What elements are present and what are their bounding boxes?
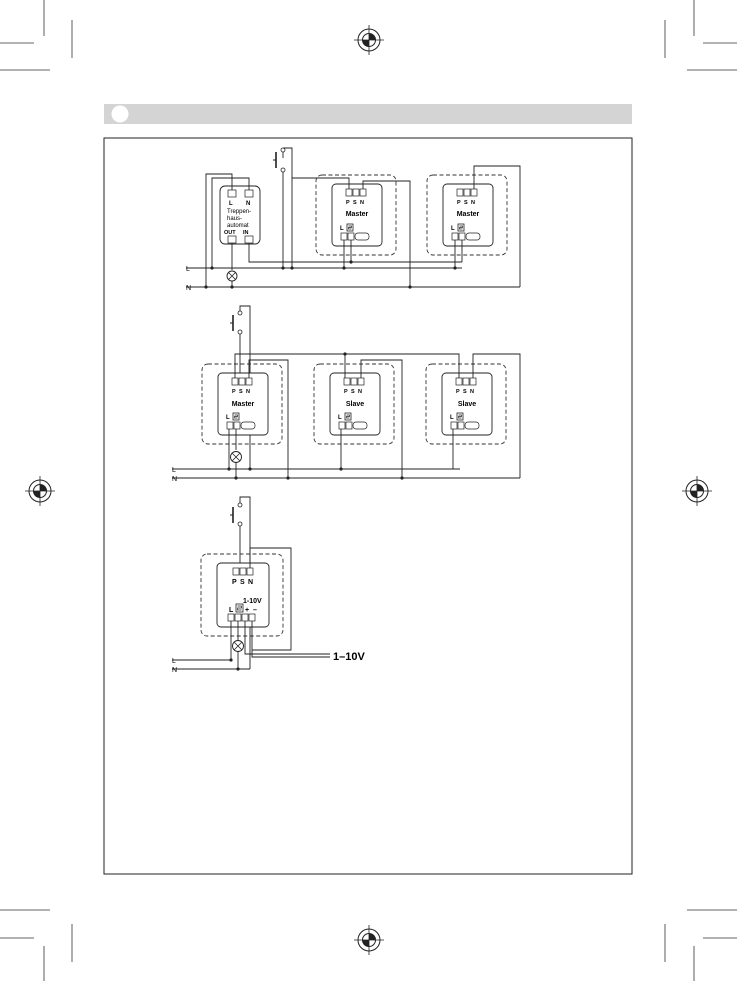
device-terminal-p: P [456, 389, 460, 395]
device-terminal-s: S [240, 579, 245, 586]
dimmer-device: P S N 1-10V L + – [201, 554, 283, 636]
device-terminal-s: S [239, 389, 243, 395]
diagram-3: P S N 1-10V L + – 1–10V L N [172, 497, 365, 674]
slave-device-2: P S N Slave L [426, 364, 506, 444]
device-terminal-n: N [471, 200, 475, 206]
device-terminal-p: P [232, 389, 236, 395]
device-terminal-n: N [358, 389, 362, 395]
output-voltage-label: 1–10V [333, 651, 365, 663]
device-terminal-s: S [353, 200, 357, 206]
device-terminal-p: P [344, 389, 348, 395]
line-label-l: L [186, 266, 190, 273]
device-role-label: Slave [458, 401, 476, 408]
timer-terminal-out: OUT [224, 230, 236, 236]
terminal-minus-label: – [253, 607, 257, 614]
registration-target-bottom [354, 925, 384, 955]
push-button-icon [230, 311, 242, 334]
device-terminal-n: N [246, 389, 250, 395]
push-button-icon [230, 503, 242, 526]
master-device-3: P S N Master L [202, 364, 282, 444]
line-label-n: N [172, 667, 177, 674]
timer-terminal-n: N [246, 201, 250, 207]
device-load-label: L [226, 415, 230, 421]
timer-terminal-l: L [229, 201, 233, 207]
device-load-label: L [340, 226, 344, 232]
timer-terminal-in: IN [243, 230, 249, 236]
line-label-n: N [186, 285, 191, 292]
device-terminal-s: S [464, 200, 468, 206]
device-role-label: Master [457, 211, 480, 218]
timer-name-line-2: haus- [227, 216, 242, 222]
registration-target-right [682, 476, 712, 506]
section-header-bar [104, 104, 632, 124]
master-device-1: P S N Master L [316, 175, 396, 255]
timer-name-line-1: Treppen- [227, 209, 251, 215]
device-role-label: Master [346, 211, 369, 218]
dim-range-label: 1-10V [243, 598, 262, 605]
device-terminal-p: P [457, 200, 461, 206]
device-load-label: L [229, 607, 234, 614]
device-terminal-n: N [360, 200, 364, 206]
diagram-frame [104, 138, 632, 874]
timer-name-line-3: automat [227, 223, 249, 229]
device-terminal-n: N [248, 579, 253, 586]
device-role-label: Slave [346, 401, 364, 408]
slave-device-1: P S N Slave L [314, 364, 394, 444]
terminal-plus-label: + [245, 607, 249, 614]
device-terminal-p: P [346, 200, 350, 206]
device-load-label: L [450, 415, 454, 421]
registration-target-left [25, 476, 55, 506]
device-terminal-s: S [351, 389, 355, 395]
diagram-2: P S N Master L P S N Slave L [172, 306, 520, 483]
section-number-badge [112, 106, 129, 123]
device-load-label: L [338, 415, 342, 421]
registration-target-top [354, 25, 384, 55]
diagram-1: L N Treppen- haus- automat OUT IN [186, 148, 520, 292]
line-label-l: L [172, 658, 176, 665]
device-terminal-p: P [232, 579, 237, 586]
stairwell-timer: L N Treppen- haus- automat OUT IN [220, 186, 260, 244]
device-role-label: Master [232, 401, 255, 408]
device-load-label: L [451, 226, 455, 232]
line-label-n: N [172, 476, 177, 483]
push-button-icon [273, 148, 285, 172]
master-device-2: P S N Master L [427, 175, 507, 255]
line-label-l: L [172, 467, 176, 474]
device-terminal-s: S [463, 389, 467, 395]
device-terminal-n: N [470, 389, 474, 395]
